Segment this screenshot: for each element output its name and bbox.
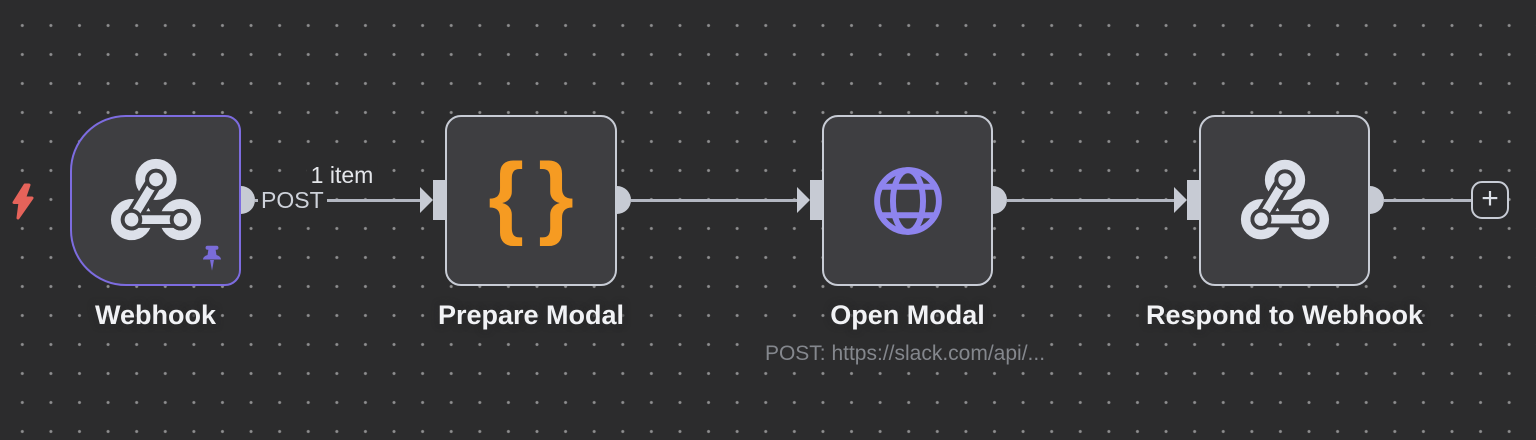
input-port-arrow-open [797,187,810,213]
add-node-button[interactable]: + [1471,181,1509,219]
lightning-bolt-icon [12,183,34,220]
node-label-open-modal: Open Modal [830,300,985,330]
connection-webhook-prepare[interactable] [255,198,421,202]
input-port-prepare [433,180,447,220]
node-open-modal[interactable] [822,115,993,286]
input-port-open [810,180,824,220]
connection-items-label: 1 item [306,162,378,189]
node-label-webhook: Webhook [95,300,216,330]
connection-prepare-open[interactable] [631,198,799,202]
node-prepare-modal[interactable]: {} [445,115,617,286]
input-port-arrow-prepare [420,187,433,213]
plus-icon: + [1481,181,1499,215]
curly-braces-icon: {} [488,144,588,247]
node-label-respond-to-webhook: Respond to Webhook [1146,300,1423,330]
webhook-icon [110,158,201,240]
connection-open-respond[interactable] [1007,198,1176,202]
node-webhook[interactable] [70,115,241,286]
node-respond-to-webhook[interactable] [1199,115,1370,286]
globe-icon [873,166,942,235]
connection-output-label: POST [258,187,327,214]
input-port-respond [1187,180,1201,220]
node-subtitle-open-modal: POST: https://slack.com/api/... [760,342,1050,366]
connection-respond-add[interactable] [1384,198,1471,202]
webhook-icon [1240,159,1329,239]
input-port-arrow-respond [1174,187,1187,213]
pin-icon [203,245,221,271]
node-label-prepare-modal: Prepare Modal [437,300,625,330]
